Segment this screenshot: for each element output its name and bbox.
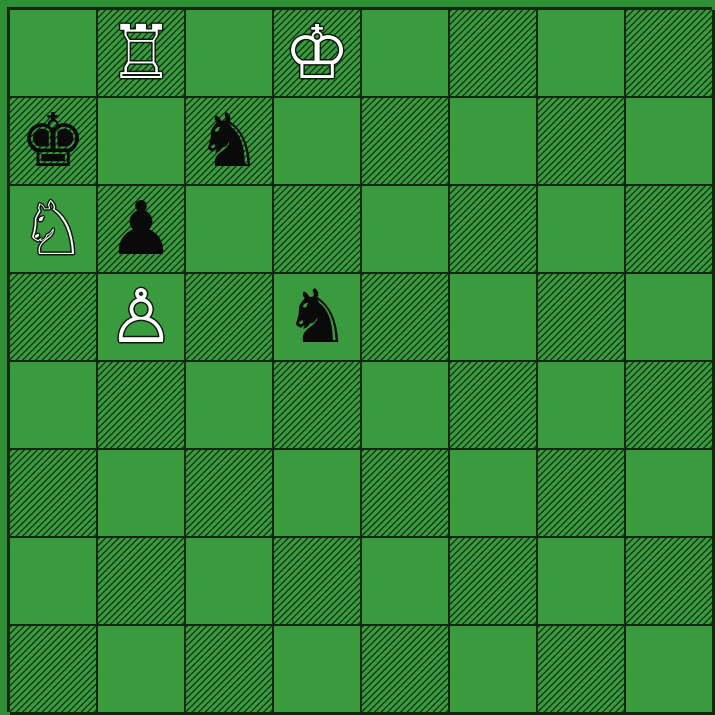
square-f2[interactable] bbox=[450, 538, 538, 626]
square-f3[interactable] bbox=[450, 450, 538, 538]
square-g2[interactable] bbox=[538, 538, 626, 626]
square-a7[interactable]: ♚ bbox=[10, 98, 98, 186]
square-b7[interactable] bbox=[98, 98, 186, 186]
chess-board: ♖ ♔ ♚ ♞ ♘ ♟ ♙ ♞ bbox=[10, 10, 715, 715]
square-b4[interactable] bbox=[98, 362, 186, 450]
square-f5[interactable] bbox=[450, 274, 538, 362]
black-king-icon[interactable]: ♚ bbox=[20, 104, 86, 178]
square-e6[interactable] bbox=[362, 186, 450, 274]
square-d1[interactable] bbox=[274, 626, 362, 714]
square-a5[interactable] bbox=[10, 274, 98, 362]
square-b6[interactable]: ♟ bbox=[98, 186, 186, 274]
white-rook-icon[interactable]: ♖ bbox=[108, 16, 174, 90]
black-knight-icon[interactable]: ♞ bbox=[284, 280, 350, 354]
square-h3[interactable] bbox=[626, 450, 714, 538]
square-e4[interactable] bbox=[362, 362, 450, 450]
square-c8[interactable] bbox=[186, 10, 274, 98]
square-h1[interactable] bbox=[626, 626, 714, 714]
square-e8[interactable] bbox=[362, 10, 450, 98]
square-f8[interactable] bbox=[450, 10, 538, 98]
square-c2[interactable] bbox=[186, 538, 274, 626]
square-h6[interactable] bbox=[626, 186, 714, 274]
square-a3[interactable] bbox=[10, 450, 98, 538]
square-d5[interactable]: ♞ bbox=[274, 274, 362, 362]
square-h5[interactable] bbox=[626, 274, 714, 362]
square-b3[interactable] bbox=[98, 450, 186, 538]
square-a2[interactable] bbox=[10, 538, 98, 626]
square-a1[interactable] bbox=[10, 626, 98, 714]
square-b2[interactable] bbox=[98, 538, 186, 626]
square-b1[interactable] bbox=[98, 626, 186, 714]
square-g3[interactable] bbox=[538, 450, 626, 538]
square-a4[interactable] bbox=[10, 362, 98, 450]
square-g1[interactable] bbox=[538, 626, 626, 714]
square-e7[interactable] bbox=[362, 98, 450, 186]
square-c3[interactable] bbox=[186, 450, 274, 538]
square-d2[interactable] bbox=[274, 538, 362, 626]
square-a8[interactable] bbox=[10, 10, 98, 98]
square-e5[interactable] bbox=[362, 274, 450, 362]
square-g4[interactable] bbox=[538, 362, 626, 450]
white-knight-icon[interactable]: ♘ bbox=[20, 192, 86, 266]
square-g5[interactable] bbox=[538, 274, 626, 362]
square-c6[interactable] bbox=[186, 186, 274, 274]
square-c7[interactable]: ♞ bbox=[186, 98, 274, 186]
square-g8[interactable] bbox=[538, 10, 626, 98]
square-c4[interactable] bbox=[186, 362, 274, 450]
square-d3[interactable] bbox=[274, 450, 362, 538]
square-d4[interactable] bbox=[274, 362, 362, 450]
black-knight-icon[interactable]: ♞ bbox=[196, 104, 262, 178]
square-h8[interactable] bbox=[626, 10, 714, 98]
black-pawn-icon[interactable]: ♟ bbox=[108, 192, 174, 266]
square-f6[interactable] bbox=[450, 186, 538, 274]
square-f1[interactable] bbox=[450, 626, 538, 714]
white-king-icon[interactable]: ♔ bbox=[284, 16, 350, 90]
square-d6[interactable] bbox=[274, 186, 362, 274]
square-b5[interactable]: ♙ bbox=[98, 274, 186, 362]
square-d8[interactable]: ♔ bbox=[274, 10, 362, 98]
square-g7[interactable] bbox=[538, 98, 626, 186]
square-e3[interactable] bbox=[362, 450, 450, 538]
square-f4[interactable] bbox=[450, 362, 538, 450]
square-f7[interactable] bbox=[450, 98, 538, 186]
square-e1[interactable] bbox=[362, 626, 450, 714]
square-c1[interactable] bbox=[186, 626, 274, 714]
square-g6[interactable] bbox=[538, 186, 626, 274]
white-pawn-icon[interactable]: ♙ bbox=[108, 280, 174, 354]
square-h2[interactable] bbox=[626, 538, 714, 626]
square-d7[interactable] bbox=[274, 98, 362, 186]
square-h7[interactable] bbox=[626, 98, 714, 186]
square-b8[interactable]: ♖ bbox=[98, 10, 186, 98]
square-a6[interactable]: ♘ bbox=[10, 186, 98, 274]
square-e2[interactable] bbox=[362, 538, 450, 626]
square-h4[interactable] bbox=[626, 362, 714, 450]
square-c5[interactable] bbox=[186, 274, 274, 362]
